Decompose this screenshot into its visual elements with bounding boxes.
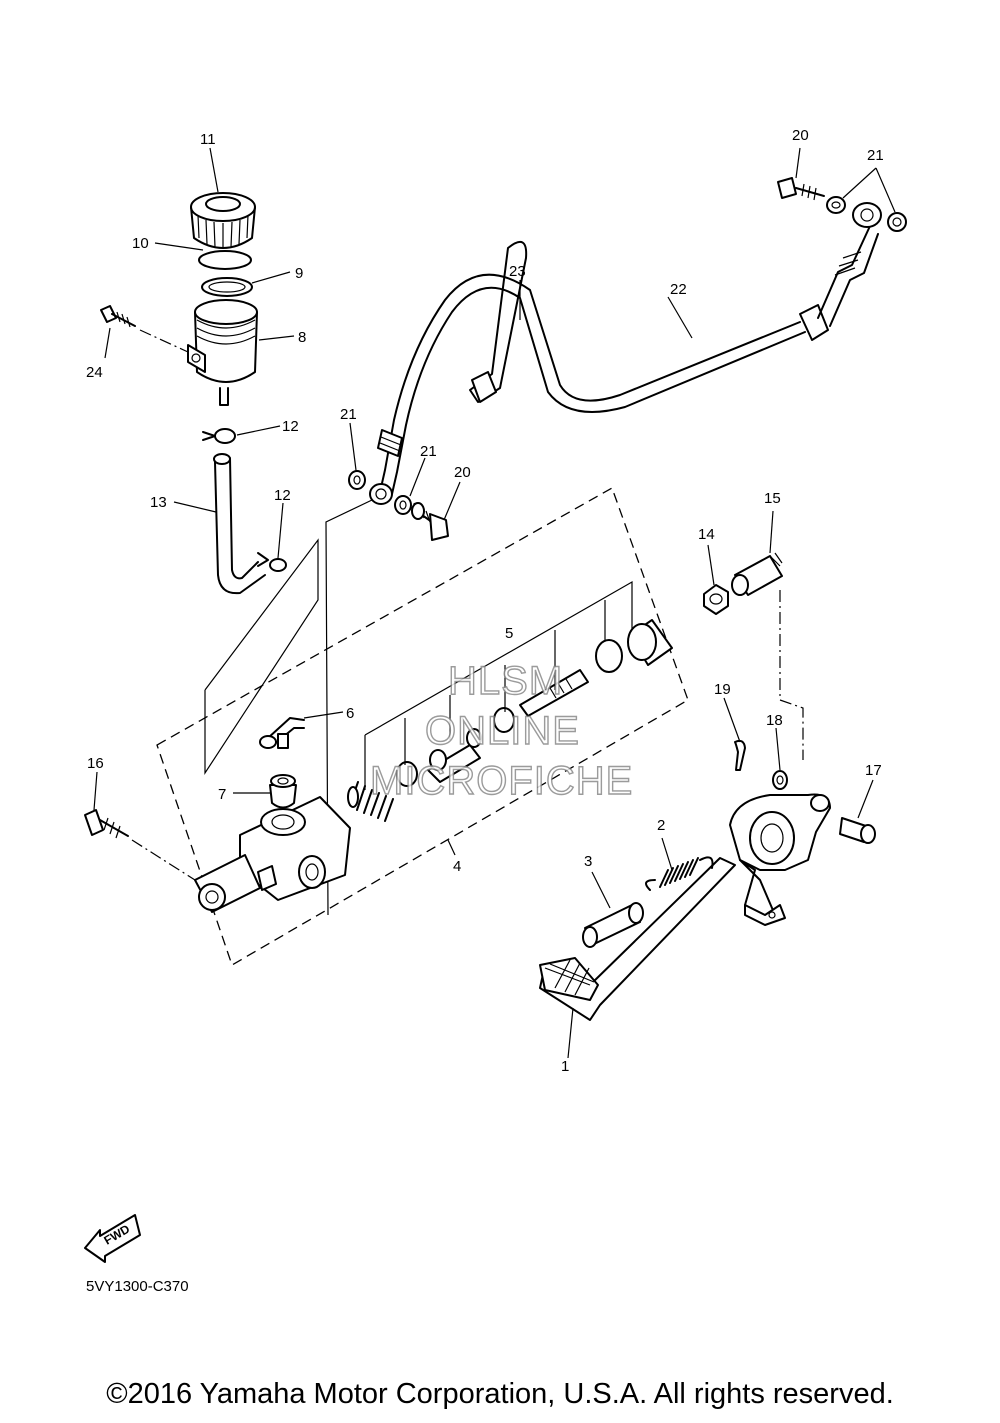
watermark-line-1: HLSM: [448, 659, 563, 703]
callout-15: 15: [764, 490, 781, 507]
piston-kit-5: [347, 619, 673, 822]
callout-1: 1: [561, 1058, 569, 1075]
callout-21-middle: 21: [420, 443, 437, 460]
washer-18: [772, 770, 788, 790]
washer-21-b: [394, 495, 412, 515]
bushing-3: [582, 902, 644, 948]
callout-7: 7: [218, 786, 226, 803]
clip-23: [469, 240, 528, 403]
callout-8: 8: [298, 329, 306, 346]
callout-19: 19: [714, 681, 731, 698]
diagram-code: 5VY1300-C370: [86, 1278, 189, 1295]
callout-21-left: 21: [340, 406, 357, 423]
master-cylinder: [194, 796, 351, 913]
nut-14: [703, 584, 729, 615]
leader-lines: [93, 147, 896, 1059]
return-spring-2: [645, 856, 714, 891]
pin-17: [839, 817, 876, 844]
watermark-line-3: MICROFICHE: [370, 759, 633, 803]
hose-fitting-6: [259, 717, 305, 749]
grommet-7: [269, 774, 297, 809]
brake-hose-22: [369, 202, 882, 505]
callout-20-upper: 20: [792, 127, 809, 144]
brake-pedal-1: [539, 793, 831, 1021]
callout-9: 9: [295, 265, 303, 282]
callout-5: 5: [505, 625, 513, 642]
callout-10: 10: [132, 235, 149, 252]
cotter-pin-19: [734, 739, 746, 771]
bolt-24: [100, 305, 136, 328]
washer-21-d: [887, 212, 907, 232]
copyright-notice: ©2016 Yamaha Motor Corporation, U.S.A. A…: [106, 1378, 894, 1410]
callout-4: 4: [453, 858, 461, 875]
clamp-12-lower: [257, 552, 287, 572]
callout-2: 2: [657, 817, 665, 834]
watermark: HLSM ONLINE MICROFICHE: [369, 658, 633, 803]
callout-3: 3: [584, 853, 592, 870]
callout-24: 24: [86, 364, 103, 381]
union-bolt-20-upper: [777, 177, 825, 201]
callout-14: 14: [698, 526, 715, 543]
callout-23: 23: [509, 263, 526, 280]
callout-20-lower: 20: [454, 464, 471, 481]
callout-18: 18: [766, 712, 783, 729]
callout-12-lower: 12: [274, 487, 291, 504]
callout-17: 17: [865, 762, 882, 779]
hose-13: [213, 453, 266, 595]
bolt-16: [84, 809, 129, 839]
union-bolt-20-lower: [411, 502, 449, 541]
callout-6: 6: [346, 705, 354, 722]
callout-12-upper: 12: [282, 418, 299, 435]
washer-21-a: [348, 470, 366, 490]
callout-13: 13: [150, 494, 167, 511]
clevis-15: [731, 552, 783, 596]
callout-16: 16: [87, 755, 104, 772]
clamp-12-upper: [202, 428, 236, 444]
reservoir-assembly: [187, 192, 258, 406]
group-bracket: [204, 538, 319, 776]
fwd-arrow-icon: FWD: [84, 1214, 141, 1263]
watermark-line-2: ONLINE: [425, 709, 580, 753]
callout-22: 22: [670, 281, 687, 298]
callout-11: 11: [200, 131, 216, 148]
washer-21-c: [826, 196, 846, 214]
callout-21-upper: 21: [867, 147, 884, 164]
